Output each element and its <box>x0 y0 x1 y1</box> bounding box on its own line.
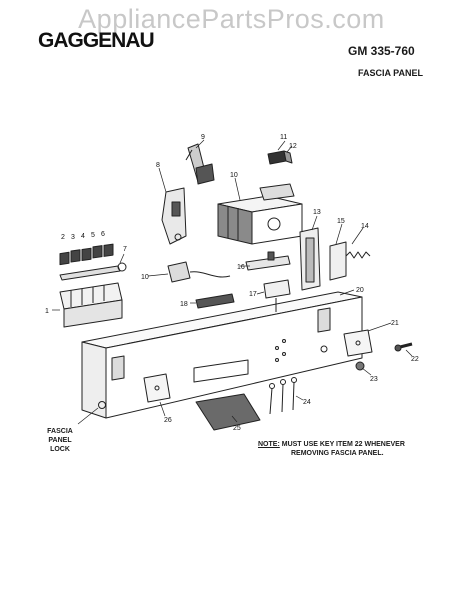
callout-21: 21 <box>391 320 399 327</box>
callout-24: 24 <box>303 399 311 406</box>
callout-1: 1 <box>45 308 49 315</box>
wire-connectors <box>269 377 297 415</box>
callout-16: 16 <box>237 264 245 271</box>
callout-12: 12 <box>289 143 297 150</box>
note-prefix: NOTE: <box>258 441 280 448</box>
lock-plate <box>143 373 171 403</box>
small-switch <box>267 150 293 165</box>
model-number: GM 335-760 <box>348 44 415 58</box>
callout-13: 13 <box>313 209 321 216</box>
switch-bar <box>245 251 291 271</box>
lock-label-line-3: LOCK <box>50 446 70 453</box>
callout-7: 7 <box>123 246 127 253</box>
lock-label-line-2: PANEL <box>48 437 72 444</box>
callout-18: 18 <box>180 301 188 308</box>
connector-block <box>299 227 321 291</box>
callout-4: 4 <box>81 233 85 240</box>
push-buttons <box>59 243 114 266</box>
callout-17: 17 <box>249 291 257 298</box>
callout-25: 25 <box>233 425 241 432</box>
callout-11: 11 <box>280 134 287 141</box>
switch-cover <box>195 393 261 431</box>
callout-10a: 10 <box>230 172 238 179</box>
leader-lines <box>52 139 413 425</box>
spring-holder <box>329 241 371 281</box>
key-plate <box>343 329 373 357</box>
fascia-panel-lock-label: FASCIA PANEL LOCK <box>40 427 80 454</box>
callout-20: 20 <box>356 287 364 294</box>
watermark: AppliancePartsPros.com <box>78 4 385 34</box>
mounting-bracket <box>161 187 187 245</box>
button-guide-rail <box>59 265 121 281</box>
switch-block <box>59 282 123 328</box>
callout-15: 15 <box>337 218 345 225</box>
light-strip <box>195 293 235 309</box>
indicator-lamp <box>263 279 291 312</box>
callout-8: 8 <box>156 162 160 169</box>
lock-label-line-1: FASCIA <box>47 428 73 435</box>
rocker-switch <box>167 261 231 283</box>
note-line-1: MUST USE KEY ITEM 22 WHENEVER <box>281 441 405 448</box>
callout-14: 14 <box>361 223 369 230</box>
fascia-panel <box>81 291 363 419</box>
panel-key <box>394 342 413 352</box>
program-timer <box>217 183 303 245</box>
note: NOTE: MUST USE KEY ITEM 22 WHENEVER REMO… <box>258 440 405 458</box>
actuator-arm <box>185 143 215 185</box>
callout-9: 9 <box>201 134 205 141</box>
callout-6: 6 <box>101 231 105 238</box>
callout-23: 23 <box>370 376 378 383</box>
note-line-2: REMOVING FASCIA PANEL. <box>291 450 384 457</box>
rail-clip <box>117 262 127 272</box>
callout-22: 22 <box>411 356 419 363</box>
callout-numbers: 1 2 3 4 5 6 7 8 9 10 11 12 13 14 15 10 1… <box>45 134 419 432</box>
callout-5: 5 <box>91 232 95 239</box>
callout-3: 3 <box>71 234 75 241</box>
callout-2: 2 <box>61 234 65 241</box>
brand-logo: GAGGENAU <box>38 29 155 52</box>
callout-26: 26 <box>164 417 172 424</box>
callout-10b: 10 <box>141 274 149 281</box>
panel-title: FASCIA PANEL <box>358 68 424 78</box>
